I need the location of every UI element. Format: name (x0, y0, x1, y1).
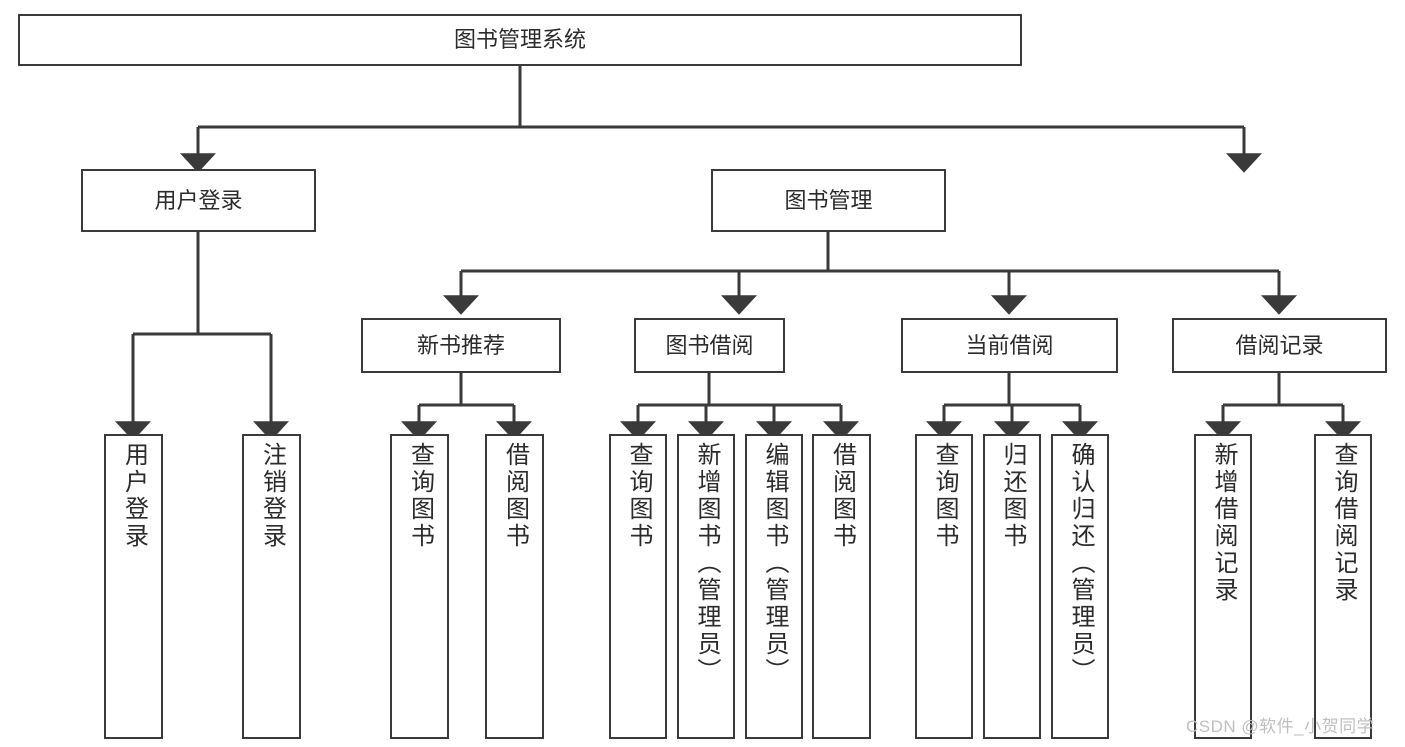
node-book-borrow[interactable]: 图书借阅 (634, 318, 785, 373)
node-new-book-recommend[interactable]: 新书推荐 (361, 318, 561, 373)
node-label: 查询图书 (406, 442, 434, 550)
watermark: CSDN @软件_小贺同学 (1186, 717, 1375, 736)
node-label: 借阅记录 (1235, 332, 1324, 358)
node-user-login[interactable]: 用户登录 (81, 169, 316, 232)
node-label: 借阅图书 (501, 442, 529, 550)
leaf-logout[interactable]: 注销登录 (242, 434, 301, 739)
node-label: 编辑图书（管理员） (761, 442, 788, 685)
leaf-borrow-edit-book[interactable]: 编辑图书（管理员） (745, 434, 803, 739)
node-label: 确认归还（管理员） (1067, 442, 1094, 685)
node-label: 查询图书 (625, 442, 652, 550)
node-label: 注销登录 (258, 442, 286, 550)
node-label: 用户登录 (154, 187, 243, 213)
node-label: 新书推荐 (416, 332, 505, 358)
leaf-recommend-query-book[interactable]: 查询图书 (390, 434, 449, 739)
leaf-borrow-query-book[interactable]: 查询图书 (609, 434, 667, 739)
leaf-current-return-book[interactable]: 归还图书 (983, 434, 1041, 739)
leaf-record-query[interactable]: 查询借阅记录 (1314, 434, 1372, 739)
node-label: 图书借阅 (665, 332, 754, 358)
node-label: 图书管理 (784, 187, 873, 213)
node-label: 归还图书 (999, 442, 1026, 550)
node-book-management[interactable]: 图书管理 (711, 169, 946, 232)
node-label: 用户登录 (120, 442, 148, 550)
leaf-borrow-borrow-book[interactable]: 借阅图书 (812, 434, 871, 739)
node-label: 新增借阅记录 (1210, 442, 1237, 604)
leaf-record-add[interactable]: 新增借阅记录 (1194, 434, 1252, 739)
node-borrow-record[interactable]: 借阅记录 (1172, 318, 1387, 373)
node-label: 图书管理系统 (453, 27, 586, 53)
node-root[interactable]: 图书管理系统 (18, 14, 1022, 66)
node-label: 查询借阅记录 (1330, 442, 1357, 604)
node-label: 新增图书（管理员） (693, 442, 720, 685)
node-label: 借阅图书 (828, 442, 856, 550)
node-current-borrow[interactable]: 当前借阅 (901, 318, 1118, 373)
leaf-user-login[interactable]: 用户登录 (104, 434, 163, 739)
leaf-recommend-borrow-book[interactable]: 借阅图书 (485, 434, 544, 739)
node-label: 当前借阅 (965, 332, 1054, 358)
leaf-borrow-add-book[interactable]: 新增图书（管理员） (677, 434, 735, 739)
leaf-current-query-book[interactable]: 查询图书 (915, 434, 973, 739)
leaf-current-confirm-return[interactable]: 确认归还（管理员） (1051, 434, 1109, 739)
node-label: 查询图书 (931, 442, 958, 550)
